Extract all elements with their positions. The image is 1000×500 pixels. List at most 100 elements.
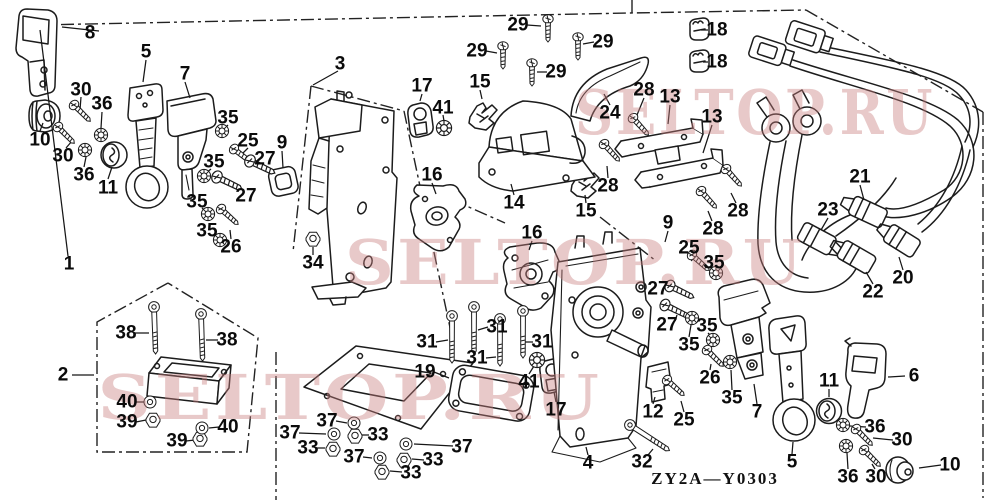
part-label-18: 18 — [706, 52, 727, 73]
part-24-cover-drawing — [570, 56, 650, 122]
nut-39-icon — [192, 431, 208, 447]
screw-29-icon — [497, 41, 509, 70]
part-label-9: 9 — [663, 213, 674, 234]
part-label-19: 19 — [414, 362, 435, 383]
part-label-28: 28 — [597, 176, 618, 197]
part-label-35: 35 — [217, 108, 239, 129]
part-label-2: 2 — [58, 365, 69, 386]
part-label-23: 23 — [817, 200, 838, 221]
screw-29-icon — [572, 32, 584, 61]
part-label-37: 37 — [279, 423, 300, 444]
part-9-drawing — [267, 165, 299, 197]
part-label-27: 27 — [235, 186, 256, 207]
connector-21-drawing — [839, 195, 888, 229]
part-label-13: 13 — [701, 107, 722, 128]
part-label-27: 27 — [254, 149, 275, 170]
part-label-13: 13 — [659, 87, 680, 108]
part-label-29: 29 — [592, 32, 613, 53]
part-8-drawing — [15, 8, 58, 97]
nut-33-icon — [374, 464, 390, 480]
part-label-25: 25 — [678, 238, 700, 259]
part-label-31: 31 — [416, 332, 438, 353]
part-label-38: 38 — [216, 330, 237, 351]
mount-plate-drawing — [303, 345, 474, 430]
watermark-text: SELTOP.RU — [575, 76, 935, 149]
part-13-bracket-drawing — [614, 118, 724, 189]
part-7-drawing — [717, 278, 771, 380]
connector-22-drawing — [829, 239, 877, 275]
part-label-35: 35 — [203, 152, 225, 173]
part-label-39: 39 — [166, 431, 187, 452]
part-label-28: 28 — [702, 219, 723, 240]
part-15-clip-drawing — [468, 102, 498, 131]
wiring-harness-drawing — [748, 20, 980, 293]
part-label-4: 4 — [583, 453, 594, 474]
part-label-28: 28 — [633, 80, 654, 101]
part-label-37: 37 — [451, 437, 472, 458]
part-11-drawing — [100, 141, 128, 169]
part-label-35: 35 — [696, 316, 718, 337]
connector-20-drawing — [876, 223, 921, 258]
nut-33-icon — [325, 441, 341, 457]
part-label-30: 30 — [70, 80, 91, 101]
screw-30-icon — [50, 119, 79, 148]
part-label-5: 5 — [141, 42, 152, 63]
screw-26-icon — [699, 342, 728, 371]
part-label-14: 14 — [503, 193, 525, 214]
part-12-clip-drawing — [645, 361, 672, 403]
part-label-27: 27 — [656, 315, 677, 336]
part-label-30: 30 — [52, 146, 73, 167]
part-label-26: 26 — [699, 368, 720, 389]
washer-36-icon — [835, 417, 851, 433]
washer-37-icon — [399, 437, 413, 451]
part-label-11: 11 — [98, 178, 119, 199]
bolt-31-icon — [468, 301, 480, 355]
part-label-17: 17 — [545, 400, 566, 421]
part-2-spacer-drawing — [146, 356, 232, 405]
part-label-40: 40 — [116, 392, 137, 413]
part-label-20: 20 — [892, 268, 913, 289]
part-7-drawing — [166, 92, 217, 200]
part-label-8: 8 — [85, 23, 96, 44]
screw-28-icon — [718, 161, 746, 191]
part-label-24: 24 — [599, 103, 621, 124]
part-label-16: 16 — [521, 223, 542, 244]
part-label-7: 7 — [752, 402, 763, 423]
part-label-40: 40 — [217, 417, 238, 438]
part-label-18: 18 — [706, 20, 727, 41]
part-label-3: 3 — [335, 54, 346, 75]
part-label-25: 25 — [237, 131, 259, 152]
part-label-29: 29 — [545, 62, 566, 83]
part-17-clamp-drawing — [407, 102, 434, 138]
part-label-35: 35 — [678, 335, 700, 356]
watermark-layer: SELTOP.RU SELTOP.RU SELTOP.RU — [98, 76, 935, 434]
part-label-21: 21 — [849, 167, 871, 188]
part-label-17: 17 — [411, 76, 432, 97]
part-19-gasket-drawing — [447, 364, 535, 422]
part-5-drawing — [768, 315, 816, 442]
nut-34-icon — [305, 231, 321, 247]
part-16-bracket-drawing — [409, 184, 467, 252]
connector-plug-drawing — [784, 20, 834, 54]
part-label-31: 31 — [486, 317, 508, 338]
bolt-31-icon — [446, 310, 458, 364]
washer-36-icon — [93, 127, 109, 143]
part-label-33: 33 — [422, 450, 443, 471]
diagram-code: ZY2A—Y0303 — [651, 469, 779, 488]
bolt-38-icon — [147, 300, 162, 355]
part-label-33: 33 — [400, 463, 421, 484]
part-label-11: 11 — [819, 371, 840, 392]
part-label-39: 39 — [116, 412, 137, 433]
part-label-37: 37 — [316, 411, 337, 432]
part-label-10: 10 — [939, 455, 960, 476]
part-label-30: 30 — [891, 430, 912, 451]
part-label-26: 26 — [220, 237, 241, 258]
bolt-38-icon — [194, 307, 209, 362]
part-label-5: 5 — [787, 452, 798, 473]
part-label-6: 6 — [909, 366, 920, 387]
part-5-drawing — [125, 83, 169, 209]
part-label-32: 32 — [631, 452, 652, 473]
part-label-29: 29 — [507, 15, 528, 36]
part-label-15: 15 — [575, 201, 597, 222]
